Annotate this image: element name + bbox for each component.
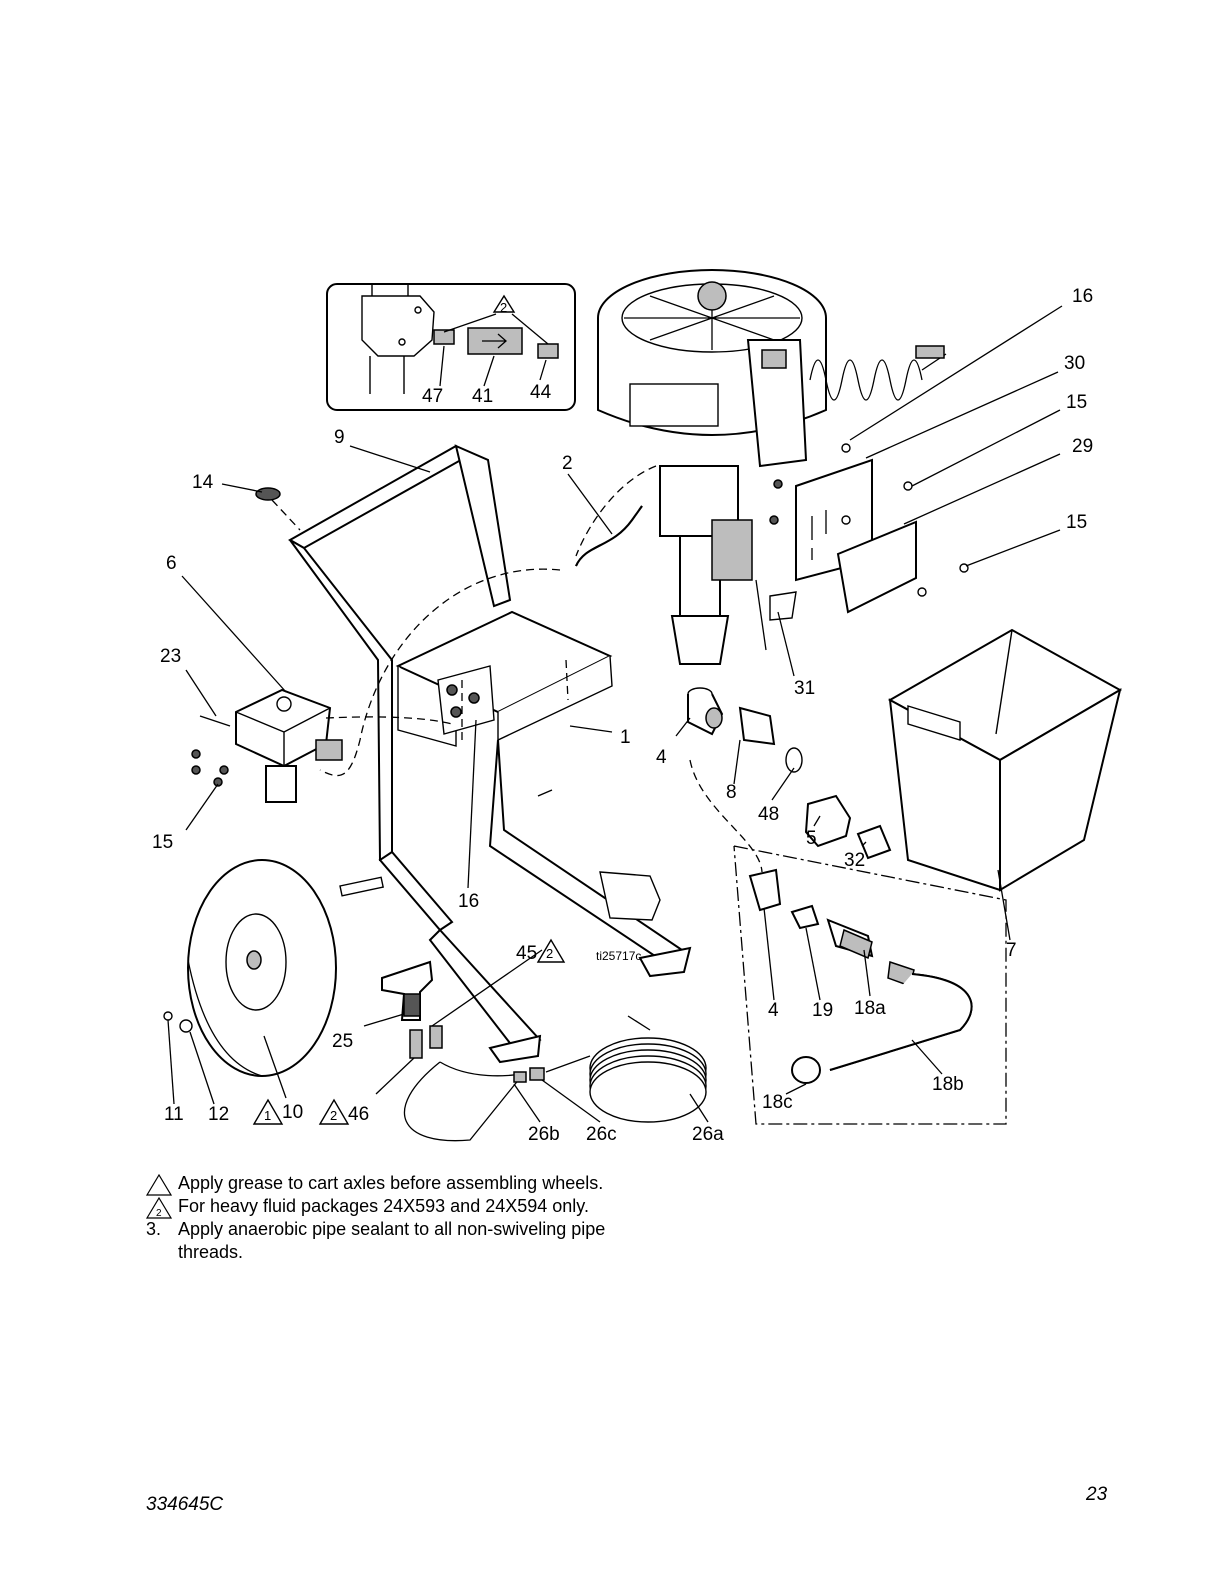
inset-detail: 2 47 41 44 bbox=[326, 283, 576, 411]
note-3-text: Apply anaerobic pipe sealant to all non-… bbox=[178, 1219, 606, 1262]
callout-16: 16 bbox=[458, 891, 479, 912]
callout-19: 19 bbox=[812, 1000, 833, 1021]
callouts: 16 30 15 29 15 9 14 2 6 23 31 1 4 8 48 5… bbox=[152, 286, 1093, 1145]
callout-15: 15 bbox=[1066, 512, 1087, 533]
note-2: 2 For heavy fluid packages 24X593 and 24… bbox=[146, 1195, 626, 1219]
callout-48: 48 bbox=[758, 804, 779, 825]
callout-15: 15 bbox=[1066, 392, 1087, 413]
callout-2: 2 bbox=[562, 453, 573, 474]
callout-41: 41 bbox=[472, 386, 493, 407]
outlet-fittings bbox=[687, 687, 892, 860]
note-3: 3. Apply anaerobic pipe sealant to all n… bbox=[146, 1218, 626, 1264]
warning-triangle-note-2: 2 bbox=[146, 1197, 172, 1219]
callout-26a: 26a bbox=[692, 1124, 724, 1145]
motor-assembly bbox=[597, 269, 947, 665]
callout-15: 15 bbox=[152, 832, 173, 853]
note-3-number: 3. bbox=[146, 1219, 162, 1239]
callout-14: 14 bbox=[192, 472, 214, 493]
inset-warning-triangle bbox=[492, 294, 516, 313]
bracket-plates bbox=[769, 443, 969, 614]
callout-46: 46 bbox=[348, 1104, 369, 1125]
callout-6: 6 bbox=[166, 553, 177, 574]
page-number: 23 bbox=[1086, 1484, 1108, 1505]
svg-text:2: 2 bbox=[156, 1208, 162, 1219]
callout-10: 10 bbox=[282, 1102, 303, 1123]
callout-8: 8 bbox=[726, 782, 737, 803]
callout-44: 44 bbox=[530, 382, 552, 403]
callout-18b: 18b bbox=[932, 1074, 964, 1095]
callout-12: 12 bbox=[208, 1104, 229, 1125]
wheel-10 bbox=[163, 859, 337, 1077]
cap-14 bbox=[255, 487, 301, 531]
hose-coil-26a bbox=[589, 1015, 707, 1123]
callout-9: 9 bbox=[334, 427, 345, 448]
suction-kit-18 bbox=[748, 868, 973, 1084]
callout-23: 23 bbox=[160, 646, 181, 667]
callout-25: 25 bbox=[332, 1031, 353, 1052]
callout-1: 1 bbox=[620, 727, 631, 748]
callout-4: 4 bbox=[656, 747, 667, 768]
warning-triangle-46 bbox=[318, 1098, 350, 1125]
callout-18c: 18c bbox=[762, 1092, 793, 1113]
callout-16: 16 bbox=[1072, 286, 1093, 307]
callout-32: 32 bbox=[844, 850, 865, 871]
callout-31: 31 bbox=[794, 678, 815, 699]
callout-29: 29 bbox=[1072, 436, 1093, 457]
callout-5: 5 bbox=[806, 828, 817, 849]
callout-11: 11 bbox=[164, 1104, 184, 1125]
leader-lines bbox=[167, 305, 1063, 1123]
callout-47: 47 bbox=[422, 386, 443, 407]
warning-triangle-note-1 bbox=[146, 1174, 172, 1196]
hopper-7 bbox=[887, 628, 1123, 892]
svg-text:2: 2 bbox=[546, 946, 553, 961]
callout-26c: 26c bbox=[586, 1124, 617, 1145]
illustration-id: ti25717c bbox=[596, 949, 641, 963]
note-1: Apply grease to cart axles before assemb… bbox=[146, 1172, 626, 1196]
warning-triangle-45 bbox=[536, 938, 566, 963]
callout-45: 45 bbox=[516, 943, 537, 964]
pressure-control-assembly bbox=[191, 688, 343, 803]
note-1-text: Apply grease to cart axles before assemb… bbox=[178, 1173, 604, 1193]
svg-text:2: 2 bbox=[330, 1108, 337, 1123]
svg-text:2: 2 bbox=[500, 300, 507, 315]
assembly-notes: Apply grease to cart axles before assemb… bbox=[146, 1172, 626, 1264]
document-number: 334645C bbox=[146, 1494, 224, 1515]
callout-18a: 18a bbox=[854, 998, 886, 1019]
svg-text:1: 1 bbox=[264, 1108, 271, 1123]
note-2-text: For heavy fluid packages 24X593 and 24X5… bbox=[178, 1196, 589, 1216]
spray-gun-25 bbox=[381, 960, 591, 1142]
assembly-paths bbox=[319, 465, 1007, 1125]
callout-7: 7 bbox=[1006, 940, 1017, 961]
cart-frame bbox=[287, 444, 692, 1064]
callout-30: 30 bbox=[1064, 353, 1085, 374]
warning-triangle-10 bbox=[252, 1098, 284, 1125]
callout-26b: 26b bbox=[528, 1124, 560, 1145]
callout-4: 4 bbox=[768, 1000, 779, 1021]
